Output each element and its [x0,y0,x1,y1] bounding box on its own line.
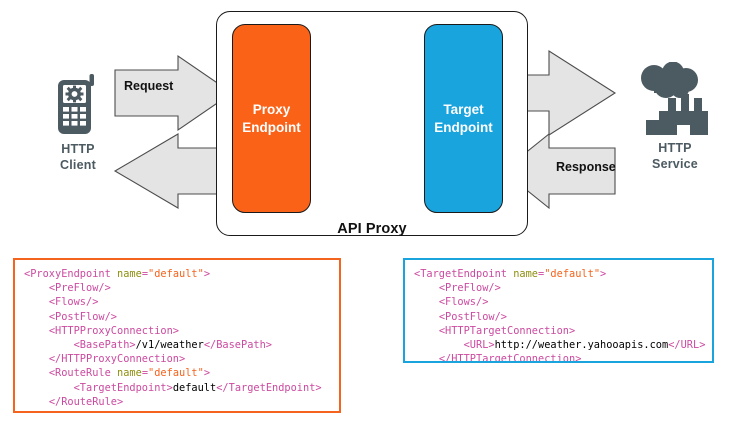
code-token-text [414,325,439,337]
code-token-text [414,311,439,323]
code-token-tag: </RouteRule> [48,395,124,408]
code-token-text [24,296,49,308]
code-token-tag: <PostFlow/> [48,310,118,323]
code-token-tag: <HTTPProxyConnection> [48,324,179,337]
code-token-tag: <PostFlow/> [438,310,508,323]
code-token-tag: </TargetEndpoint> [216,381,322,394]
code-line: <HTTPTargetConnection> [414,324,703,338]
code-token-val: "default" [544,268,601,280]
code-token-tag: <ProxyEndpoint [24,268,117,280]
request-arrow-client-to-proxy [114,54,233,132]
code-token-tag: </URL> [668,339,706,352]
code-line: <HTTPProxyConnection> [24,324,330,338]
code-token-tag: <PreFlow/> [48,282,111,295]
code-line: <Flows/> [414,295,703,309]
code-token-text [24,396,49,408]
code-line: </HTTPTargetConnection> [414,352,703,363]
http-service-label-line1: HTTP [658,141,692,155]
cloud-factory-icon [641,62,708,136]
code-token-tag: = [141,367,149,380]
code-token-tag: </HTTPProxyConnection> [48,353,186,366]
proxy-endpoint-label-line2: Endpoint [242,119,301,135]
target-endpoint-xml-panel: <TargetEndpoint name="default"> <PreFlow… [403,258,714,363]
code-token-text [24,367,49,379]
code-token-text [414,339,464,351]
code-line: <PreFlow/> [24,281,330,295]
code-line: </HTTPProxyConnection> [24,352,330,366]
code-token-attr: name [117,367,142,380]
proxy-endpoint-xml-panel: <ProxyEndpoint name="default"> <PreFlow/… [13,258,341,413]
http-service-label-line2: Service [652,156,698,171]
code-token-tag: = [141,268,149,280]
code-token-tag: <URL> [463,339,495,352]
code-line: <TargetEndpoint name="default"> [414,267,703,281]
code-line: <TargetEndpoint>default</TargetEndpoint> [24,381,330,395]
code-line: </ProxyEndpoint> [24,409,330,411]
target-endpoint-label-line2: Endpoint [434,119,493,135]
code-line: <PreFlow/> [414,281,703,295]
code-token-tag: <TargetEndpoint> [73,381,173,394]
code-token-val: "default" [148,268,204,280]
code-token-tag: > [203,367,211,380]
response-arrow-label: Response [556,160,616,174]
code-token-text: default [172,381,217,394]
code-token-text [414,282,439,294]
code-line: <Flows/> [24,295,330,309]
code-token-tag: > [203,268,211,280]
code-token-tag: <TargetEndpoint [414,268,514,280]
code-token-text [24,282,49,294]
code-line: <PostFlow/> [24,310,330,324]
code-token-tag: = [538,268,545,280]
code-token-tag: <Flows/> [438,296,489,309]
code-token-text: /v1/weather [135,339,204,352]
code-token-text: http://weather.yahooapis.com [494,339,669,352]
code-token-tag: <BasePath> [73,339,136,352]
code-token-text [24,339,74,351]
code-token-tag: </HTTPTargetConnection> [438,353,582,363]
code-line: </RouteRule> [24,395,330,409]
code-token-text [24,382,74,394]
code-token-attr: name [513,268,539,280]
code-token-text [24,353,49,365]
code-token-text [414,353,439,361]
code-token-tag: <Flows/> [48,296,99,309]
code-token-tag: <HTTPTargetConnection> [438,324,576,337]
proxy-endpoint-label-line1: Proxy [252,102,291,118]
code-token-text [24,325,49,337]
code-line: <PostFlow/> [414,310,703,324]
code-token-val: "default" [148,367,204,380]
code-token-tag: > [600,268,607,280]
http-client-label-line1: HTTP [61,142,95,156]
code-token-tag: <PreFlow/> [438,282,501,295]
code-token-attr: name [117,268,142,280]
code-line: <ProxyEndpoint name="default"> [24,267,330,281]
http-client-label-line2: Client [60,157,96,172]
response-arrow-proxy-to-client [113,133,233,209]
api-proxy-title: API Proxy [337,221,407,237]
http-client-caption: HTTP Client [38,142,118,174]
code-line: <RouteRule name="default"> [24,366,330,380]
code-token-text [414,296,439,308]
code-line: <URL>http://weather.yahooapis.com</URL> [414,338,706,352]
mobile-phone-gear-icon [58,74,94,134]
proxy-endpoint-node: Proxy Endpoint [232,24,311,213]
http-service-caption: HTTP Service [632,141,718,173]
code-line: <BasePath>/v1/weather</BasePath> [24,338,330,352]
code-token-tag: <RouteRule [48,367,118,380]
target-endpoint-label-line1: Target [443,102,484,118]
request-arrow-label: Request [124,79,174,93]
target-endpoint-node: Target Endpoint [424,24,503,213]
code-token-text [24,311,49,323]
code-token-tag: </ProxyEndpoint> [24,410,123,411]
code-token-tag: </BasePath> [203,339,273,352]
